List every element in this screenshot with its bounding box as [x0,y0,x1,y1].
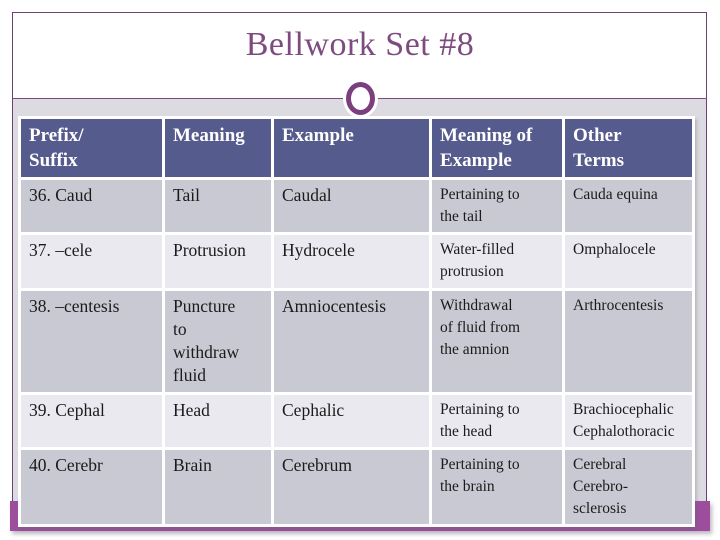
table-row-40: 40. Cerebr Brain Cerebrum Pertaining to … [21,450,692,525]
terminology-table: Prefix/ Suffix Meaning Example Meaning o… [18,116,695,528]
cell-prefix: 37. –cele [21,235,162,289]
header-cell-other-terms: Other Terms [565,119,692,178]
table-header-row: Prefix/ Suffix Meaning Example Meaning o… [21,119,692,178]
cell-other-terms: Arthrocentesis [565,291,692,393]
cell-meaning: Tail [165,180,271,233]
header-cell-example: Example [274,119,429,178]
cell-prefix: 36. Caud [21,180,162,233]
terminology-table-container: Prefix/ Suffix Meaning Example Meaning o… [18,116,695,528]
cell-prefix: 40. Cerebr [21,450,162,525]
cell-meaning: Head [165,395,271,448]
cell-example: Caudal [274,180,429,233]
cell-meaning-of-example: Pertaining to the brain [432,450,562,525]
table-row-37: 37. –cele Protrusion Hydrocele Water-fil… [21,235,692,289]
cell-meaning-of-example: Water-filled protrusion [432,235,562,289]
header-cell-meaning: Meaning [165,119,271,178]
header-cell-meaning-of-example: Meaning of Example [432,119,562,178]
cell-meaning-of-example: Pertaining to the tail [432,180,562,233]
cell-example: Hydrocele [274,235,429,289]
table-row-38: 38. –centesis Puncture to withdraw fluid… [21,291,692,393]
cell-meaning-of-example: Pertaining to the head [432,395,562,448]
cell-other-terms: Cerebral Cerebro- sclerosis [565,450,692,525]
cell-meaning: Puncture to withdraw fluid [165,291,271,393]
cell-other-terms: Brachiocephalic Cephalothoracic [565,395,692,448]
cell-example: Cerebrum [274,450,429,525]
cell-other-terms: Omphalocele [565,235,692,289]
table-row-39: 39. Cephal Head Cephalic Pertaining to t… [21,395,692,448]
table-row-36: 36. Caud Tail Caudal Pertaining to the t… [21,180,692,233]
circle-ornament-icon [346,82,375,115]
cell-prefix: 39. Cephal [21,395,162,448]
cell-prefix: 38. –centesis [21,291,162,393]
cell-meaning-of-example: Withdrawal of fluid from the amnion [432,291,562,393]
cell-example: Amniocentesis [274,291,429,393]
page-title: Bellwork Set #8 [245,26,475,63]
cell-meaning: Brain [165,450,271,525]
cell-meaning: Protrusion [165,235,271,289]
cell-other-terms: Cauda equina [565,180,692,233]
cell-example: Cephalic [274,395,429,448]
header-cell-prefix-suffix: Prefix/ Suffix [21,119,162,178]
